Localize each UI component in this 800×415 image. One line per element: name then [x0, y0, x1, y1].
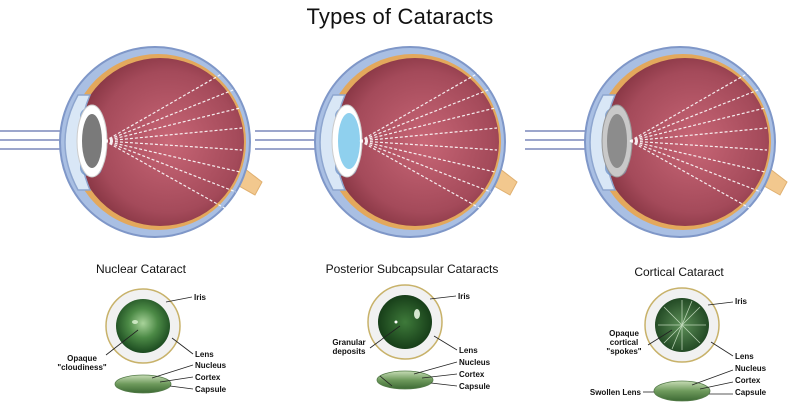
panel-title-nuclear: Nuclear Cataract [96, 262, 187, 276]
label-lens: Lens [735, 352, 754, 361]
label-iris: Iris [458, 292, 471, 301]
label-nucleus: Nucleus [459, 358, 491, 367]
label-opaque-cortical: Opaque [609, 329, 639, 338]
label-iris: Iris [194, 293, 207, 302]
label-cortical: cortical [610, 338, 638, 347]
lens-diagram-cortical [643, 287, 734, 402]
label-iris: Iris [735, 297, 748, 306]
panel-title-posterior: Posterior Subcapsular Cataracts [326, 262, 499, 276]
label-lens: Lens [195, 350, 214, 359]
panel-title-cortical: Cortical Cataract [634, 265, 724, 279]
label-capsule: Capsule [735, 388, 767, 397]
label-nucleus: Nucleus [195, 361, 227, 370]
label-swollen-lens: Swollen Lens [590, 388, 642, 397]
label-cortex: Cortex [459, 370, 485, 379]
label-cortex: Cortex [195, 373, 221, 382]
label-capsule: Capsule [195, 385, 227, 394]
eye-cross-section-posterior [255, 46, 518, 238]
label-granular: Granular [332, 338, 365, 347]
label-spokes: "spokes" [606, 347, 641, 356]
page-title: Types of Cataracts [306, 4, 494, 29]
label-cortex: Cortex [735, 376, 761, 385]
lens-diagram-posterior [367, 284, 458, 390]
lens-diagram-nuclear [105, 288, 194, 394]
eye-cross-section-cortical [525, 46, 788, 238]
label-capsule: Capsule [459, 382, 491, 391]
eye-cross-section-nuclear [0, 46, 263, 238]
label-opaque: Opaque [67, 354, 97, 363]
label-lens: Lens [459, 346, 478, 355]
label-nucleus: Nucleus [735, 364, 767, 373]
label-deposits: deposits [333, 347, 366, 356]
label-cloudiness: "cloudiness" [57, 363, 107, 372]
